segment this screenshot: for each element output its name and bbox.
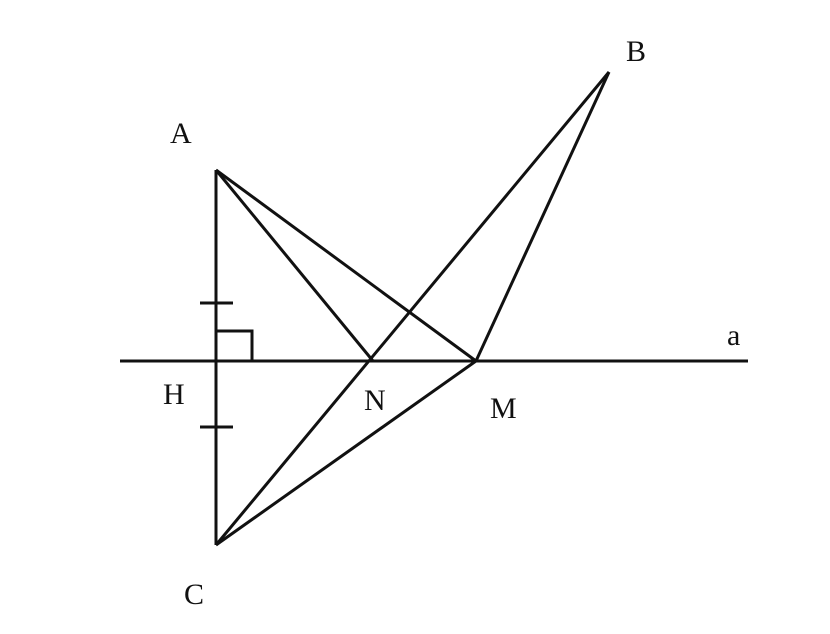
label-line-a: a (727, 319, 740, 352)
label-n: N (364, 384, 386, 417)
label-c: C (184, 578, 204, 611)
right-angle-mark (216, 329, 254, 361)
segment-an (214, 169, 375, 362)
segment-cm (215, 359, 477, 547)
label-h: H (163, 378, 185, 411)
label-m: M (490, 392, 517, 425)
segment-mb (474, 71, 611, 362)
segment-am (215, 168, 477, 363)
label-b: B (626, 35, 646, 68)
label-a: A (170, 117, 192, 150)
segment-cb (214, 71, 611, 546)
